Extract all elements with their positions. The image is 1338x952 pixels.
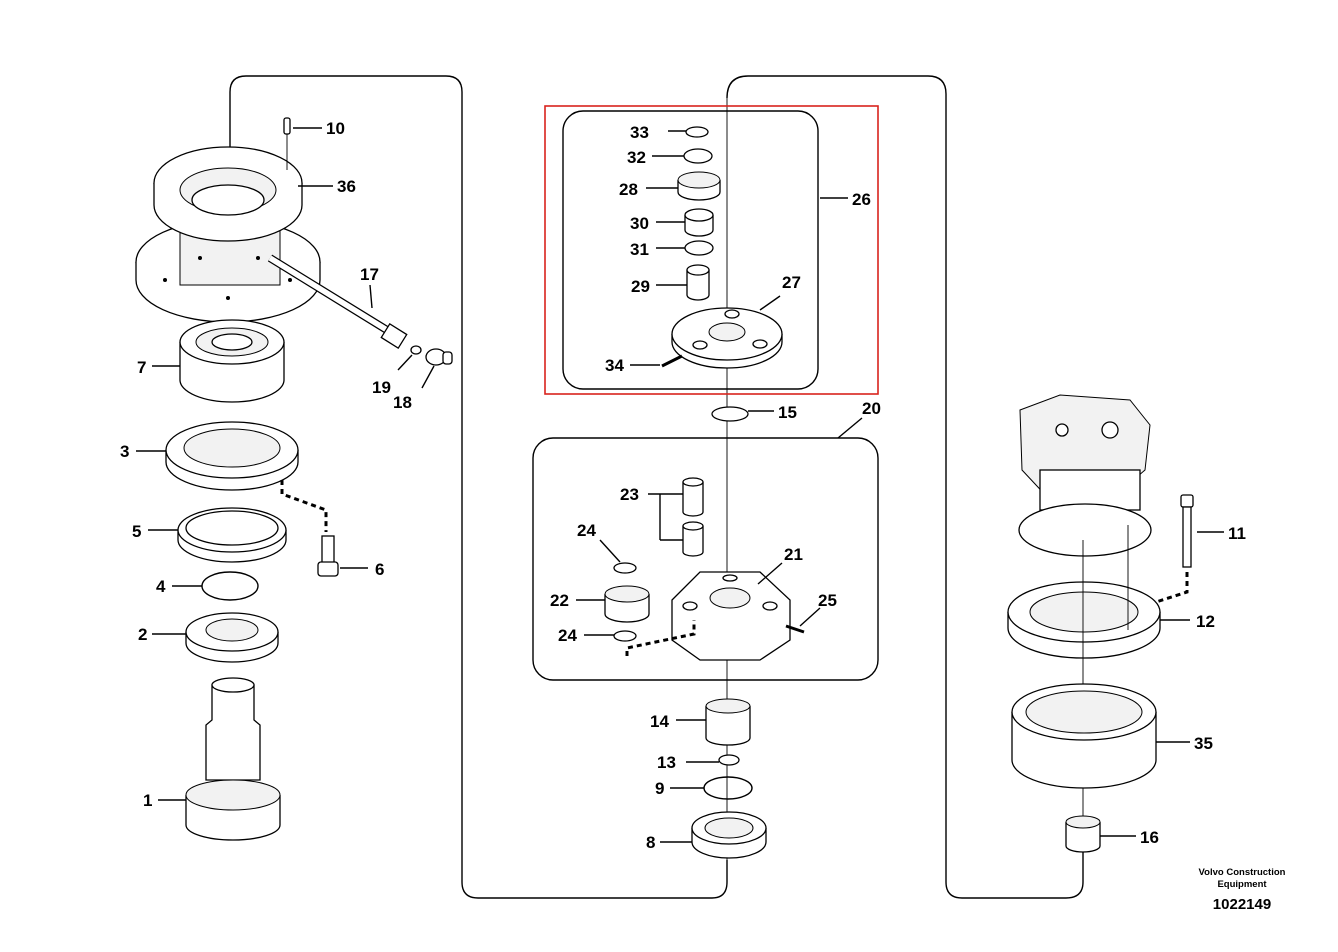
label-3: 3 [120,442,129,461]
seal-2 [185,612,279,663]
label-1: 1 [143,791,152,810]
washer-24-top [613,562,637,574]
label-21: 21 [784,545,803,564]
label-34: 34 [605,356,624,375]
label-19: 19 [372,378,391,397]
gear-22 [604,585,650,623]
pin-29 [686,264,710,301]
pin-25 [785,624,805,634]
label-23: 23 [620,485,639,504]
bearing-7 [179,319,285,403]
label-29: 29 [631,277,650,296]
label-11: 11 [1228,524,1246,543]
label-30: 30 [630,214,649,233]
washer-24-bottom [613,630,637,642]
label-2: 2 [138,625,147,644]
pin-10 [283,117,291,135]
label-9: 9 [655,779,664,798]
washer-32 [683,148,713,164]
label-31: 31 [630,240,649,259]
plug-18 [425,348,453,366]
seal-5 [177,507,287,563]
bolt-11 [1180,494,1194,568]
housing-36 [135,146,321,323]
bushing-30 [684,208,714,237]
ring-gear-35 [1011,683,1157,789]
label-7: 7 [137,358,146,377]
label-26: 26 [852,190,871,209]
bolt-6 [317,535,339,577]
label-24-top: 24 [577,521,596,540]
pinion-16 [1065,815,1101,853]
label-8: 8 [646,833,655,852]
label-6: 6 [375,560,384,579]
document-number: 1022149 [1213,896,1271,913]
gear-28 [677,171,721,201]
subassembly-26-box [562,110,819,390]
bolt-17 [267,254,408,349]
subassembly-20-box [532,437,879,681]
sun-gear-14 [705,698,751,746]
left-assembly-path [229,75,728,899]
ring-12 [1007,581,1161,659]
label-25: 25 [818,591,837,610]
right-assembly-path [726,75,1084,899]
label-15: 15 [778,403,797,422]
label-13: 13 [657,753,676,772]
label-5: 5 [132,522,141,541]
carrier-21 [671,571,791,661]
label-17: 17 [360,265,379,284]
label-33: 33 [630,123,649,142]
label-18: 18 [393,393,412,412]
pins-23 [682,477,704,557]
pin-34 [661,354,683,368]
leader-lines [136,127,1224,843]
ring-gear-3 [165,421,299,491]
label-24-bottom: 24 [558,626,577,645]
assembly-dashed-link-20 [625,620,696,656]
brand-line-1: Volvo Construction [1199,867,1286,878]
label-4: 4 [156,577,166,596]
bearing-8 [691,811,767,859]
washer-31 [684,240,714,256]
shaft-1 [185,677,281,841]
label-10: 10 [326,119,345,138]
o-ring-4 [201,571,259,601]
label-20: 20 [862,399,881,418]
label-16: 16 [1140,828,1159,847]
shim-33 [685,126,709,138]
label-36: 36 [337,177,356,196]
carrier-27 [671,307,783,369]
assembly-dashed-link-12 [1149,572,1189,606]
label-12: 12 [1196,612,1215,631]
label-35: 35 [1194,734,1213,753]
label-27: 27 [782,273,801,292]
washer-15 [711,406,749,422]
assembly-dashed-link-3 [280,480,328,532]
washer-13 [718,754,740,766]
label-14: 14 [650,712,669,731]
motor-assembly [1018,394,1152,557]
o-ring-9 [703,776,753,800]
ring-19 [410,345,422,355]
highlight-box [544,105,879,395]
label-28: 28 [619,180,638,199]
label-22: 22 [550,591,569,610]
brand-line-2: Equipment [1217,879,1267,890]
label-32: 32 [627,148,646,167]
